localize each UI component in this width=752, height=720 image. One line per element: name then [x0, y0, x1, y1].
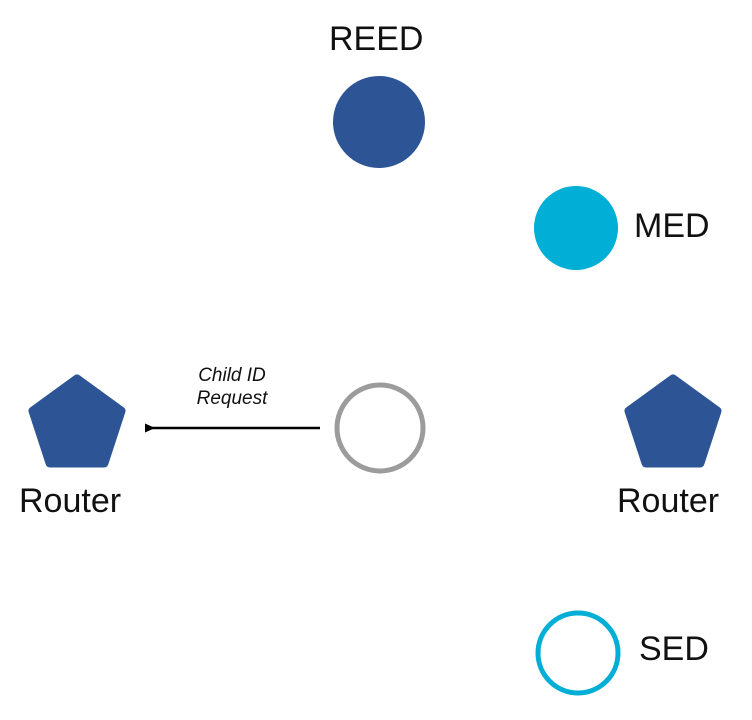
node-router-right-pentagon[interactable] [624, 374, 722, 468]
node-label-router-right: Router [617, 482, 720, 520]
node-reed-circle[interactable] [333, 76, 425, 168]
node-sed-circle[interactable] [535, 610, 621, 696]
node-label-reed: REED [329, 20, 424, 58]
edge-label-line-2: Request [196, 388, 268, 409]
node-med-circle[interactable] [534, 186, 618, 270]
edge-label-line-1: Child ID [198, 365, 266, 386]
node-label-med: MED [634, 207, 710, 245]
node-label-sed: SED [639, 630, 709, 668]
node-router-left-pentagon[interactable] [28, 374, 126, 468]
node-label-router-left: Router [19, 482, 122, 520]
edge-label-child-id-request: Child ID Request [162, 364, 302, 410]
node-joining-device-circle[interactable] [334, 382, 426, 474]
